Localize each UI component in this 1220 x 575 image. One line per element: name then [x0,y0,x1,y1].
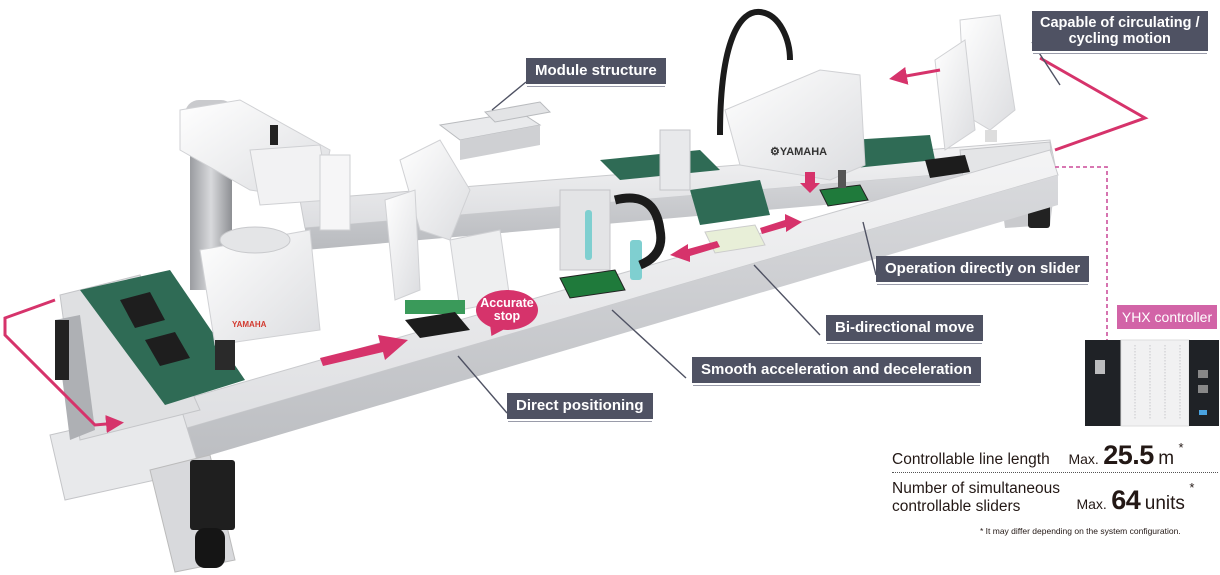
spec-slider-count: Number of simultaneous controllable slid… [892,480,1194,516]
motion-arrows [320,172,820,366]
yamaha-logo-scara: YAMAHA [232,320,267,329]
yhx-controller-label: YHX controller [1117,305,1217,329]
callout-circulating-line1: Capable of circulating / [1040,15,1200,31]
spec-line-length: Controllable line length Max. 25.5 m * [892,440,1184,471]
callout-leaders [457,41,1061,414]
sliders [405,155,970,338]
spec-divider [892,472,1218,473]
callout-bidirectional-move: Bi-directional move [826,315,984,341]
callout-circulating-line2: cycling motion [1068,31,1171,47]
callout-direct-positioning: Direct positioning [507,393,653,419]
accurate-stop-line2: stop [493,309,521,323]
yhx-controller [1085,339,1219,427]
circulation-path [3,56,1149,434]
spec-slider-count-prefix: Max. [1076,496,1107,512]
accurate-stop-bubble: Accurate stop [476,290,538,330]
scara-robot-left: YAMAHA [179,99,351,370]
articulated-robot-left [384,139,511,314]
spec-line-length-note: * [1178,440,1184,455]
spec-slider-count-label-2: controllable sliders [892,498,1021,515]
yamaha-logo-main: ⚙YAMAHA [770,146,827,158]
spec-line-length-prefix: Max. [1068,451,1099,467]
footnote: * It may differ depending on the system … [980,526,1181,536]
module-structure-parts [438,101,552,160]
spec-line-length-value: 25.5 [1103,440,1154,470]
accurate-stop-line1: Accurate [480,296,534,310]
callout-smooth-acceleration: Smooth acceleration and deceleration [692,357,981,383]
spec-slider-count-label-1: Number of simultaneous [892,480,1060,497]
dispenser-unit [559,189,666,280]
scara-robot-right: ⚙YAMAHA [659,8,866,191]
spec-line-length-unit: m [1158,448,1175,469]
spec-line-length-label: Controllable line length [892,451,1050,468]
callout-operation-on-slider: Operation directly on slider [876,256,1090,282]
callout-circulating-motion: Capable of circulating / cycling motion [1032,11,1208,51]
conveyor-belt-left [80,270,245,405]
articulated-robot-right [934,14,1016,151]
controller-link [1055,166,1108,400]
callout-module-structure: Module structure [526,58,666,84]
spec-slider-count-note: * [1189,480,1195,495]
spec-slider-count-value: 64 [1111,485,1141,515]
spec-slider-count-unit: units [1144,493,1185,514]
